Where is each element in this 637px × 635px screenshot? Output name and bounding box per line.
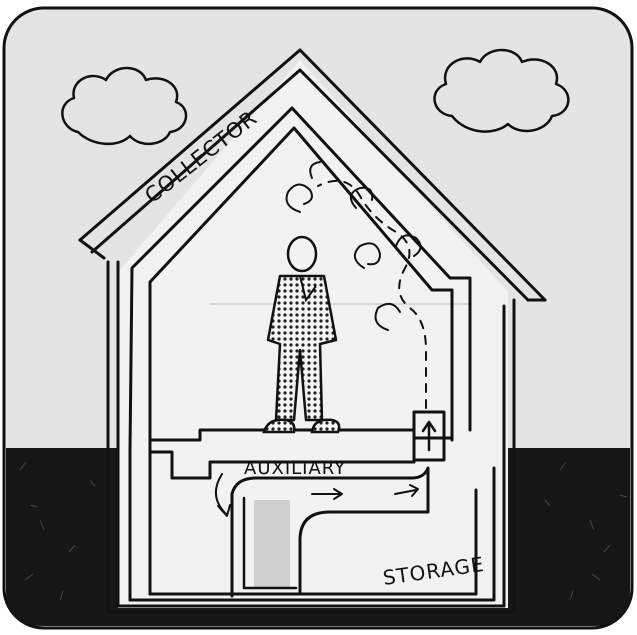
auxiliary-label: AUXILIARY [244,458,346,479]
storage-bin-shade [254,500,290,588]
